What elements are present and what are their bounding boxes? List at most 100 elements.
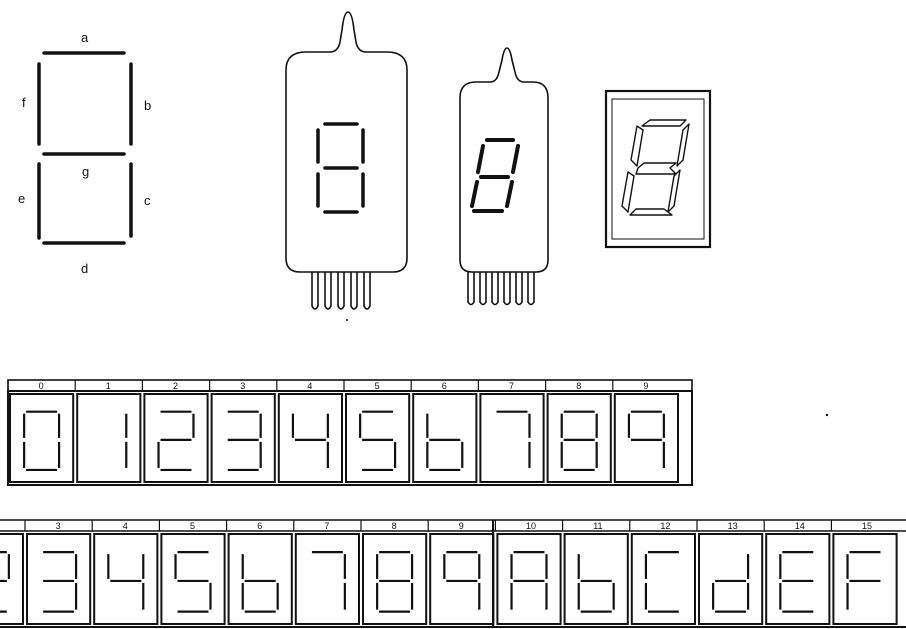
led-package-inner <box>611 98 705 240</box>
row1-body-frame <box>7 390 693 486</box>
digit-cell <box>93 533 159 625</box>
digit-cell-frame <box>227 533 293 625</box>
digit-cell <box>0 533 24 625</box>
tube-small-envelope <box>459 47 549 273</box>
header-number: 1 <box>106 381 111 391</box>
header-number: 6 <box>257 521 262 531</box>
header-number: 11 <box>593 521 602 531</box>
digit-cell-frame <box>429 533 495 625</box>
segment-label-g: g <box>82 164 89 179</box>
digit-cell <box>277 393 343 483</box>
digit-cell-frame <box>698 533 764 625</box>
digit-cell-frame <box>9 393 75 483</box>
digit-cell <box>143 393 209 483</box>
tube-small-pins <box>467 272 535 306</box>
digit-cell <box>429 533 495 625</box>
header-number: 15 <box>862 521 872 531</box>
digit-cell <box>832 533 898 625</box>
header-number: 9 <box>643 381 648 391</box>
header-number: 8 <box>576 381 581 391</box>
header-number: 3 <box>240 381 245 391</box>
digit-cell-frame <box>210 393 276 483</box>
led-digit-eight-hollow <box>621 119 690 216</box>
digit-cell-frame <box>479 393 545 483</box>
segment-label-f: f <box>22 95 26 110</box>
digit-cell-frame <box>76 393 142 483</box>
digit-cell-frame <box>362 533 428 625</box>
digit-cell <box>76 393 142 483</box>
display-tube-large <box>285 11 408 310</box>
digit-cell <box>412 393 478 483</box>
digit-cell-frame <box>832 533 898 625</box>
digit-cell-frame <box>546 393 612 483</box>
digit-cell-frame <box>496 533 562 625</box>
header-number: 5 <box>375 381 380 391</box>
digit-cell <box>613 393 679 483</box>
digit-cell-frame <box>345 393 411 483</box>
digit-cell-frame <box>93 533 159 625</box>
digit-cell <box>698 533 764 625</box>
digit-cell <box>9 393 75 483</box>
header-number: 4 <box>307 381 312 391</box>
header-number: 10 <box>526 521 536 531</box>
digit-cell-frame <box>630 533 696 625</box>
digit-cell <box>26 533 92 625</box>
header-number: 6 <box>442 381 447 391</box>
segment-label-c: c <box>144 193 151 208</box>
digit-cell <box>160 533 226 625</box>
digit-cell <box>765 533 831 625</box>
digit-cell-frame <box>412 393 478 483</box>
digit-cell-frame <box>26 533 92 625</box>
segment-label-d: d <box>81 261 88 276</box>
digit-cell <box>479 393 545 483</box>
segment-labels: a f b g e c d <box>18 30 151 276</box>
header-number: 12 <box>660 521 670 531</box>
digit-cell-frame <box>563 533 629 625</box>
header-number: 8 <box>392 521 397 531</box>
digit-cell <box>345 393 411 483</box>
header-number: 2 <box>173 381 178 391</box>
digit-cell <box>563 533 629 625</box>
header-number: 13 <box>728 521 738 531</box>
speck <box>346 319 348 321</box>
digit-cell-frame <box>294 533 360 625</box>
digit-cell <box>227 533 293 625</box>
header-number: 3 <box>56 521 61 531</box>
led-display-package <box>604 89 712 249</box>
digit-strip-row1: 0 1 2 3 4 5 6 7 8 9 <box>7 379 693 486</box>
header-number: 4 <box>123 521 128 531</box>
digit-strip-row2: 3 4 5 6 7 8 9 10 11 12 13 14 15 <box>0 519 906 628</box>
row1-header-numbers: 0 1 2 3 4 5 6 7 8 9 <box>7 380 648 391</box>
digit-cell <box>210 393 276 483</box>
speck <box>825 413 829 417</box>
row2-header-numbers: 3 4 5 6 7 8 9 10 11 12 13 14 15 <box>24 520 872 531</box>
header-number: 9 <box>459 521 464 531</box>
digit-cell-frame <box>613 393 679 483</box>
digit-cell <box>362 533 428 625</box>
row2-glyph-cells <box>0 533 898 625</box>
header-number: 14 <box>795 521 805 531</box>
segment-label-a: a <box>81 30 89 45</box>
digit-cell-frame <box>0 533 24 625</box>
tube-large-pins <box>311 272 371 310</box>
digit-cell-frame <box>143 393 209 483</box>
display-tube-small <box>459 47 549 306</box>
digit-cell <box>630 533 696 625</box>
tube-large-envelope <box>285 11 408 273</box>
digit-cell <box>496 533 562 625</box>
header-number: 7 <box>509 381 514 391</box>
digit-cell-frame <box>277 393 343 483</box>
digit-cell-frame <box>160 533 226 625</box>
digit-cell <box>294 533 360 625</box>
tube-large-digit-eight <box>316 122 365 214</box>
header-number: 0 <box>39 381 44 391</box>
segment-label-b: b <box>144 98 151 113</box>
row1-digit-cells <box>9 393 679 483</box>
segment-layout-diagram <box>37 51 133 245</box>
digit-cell <box>546 393 612 483</box>
header-number: 7 <box>324 521 329 531</box>
led-package-frame <box>604 89 712 249</box>
header-number: 5 <box>190 521 195 531</box>
tube-small-digit-eight <box>470 138 520 213</box>
